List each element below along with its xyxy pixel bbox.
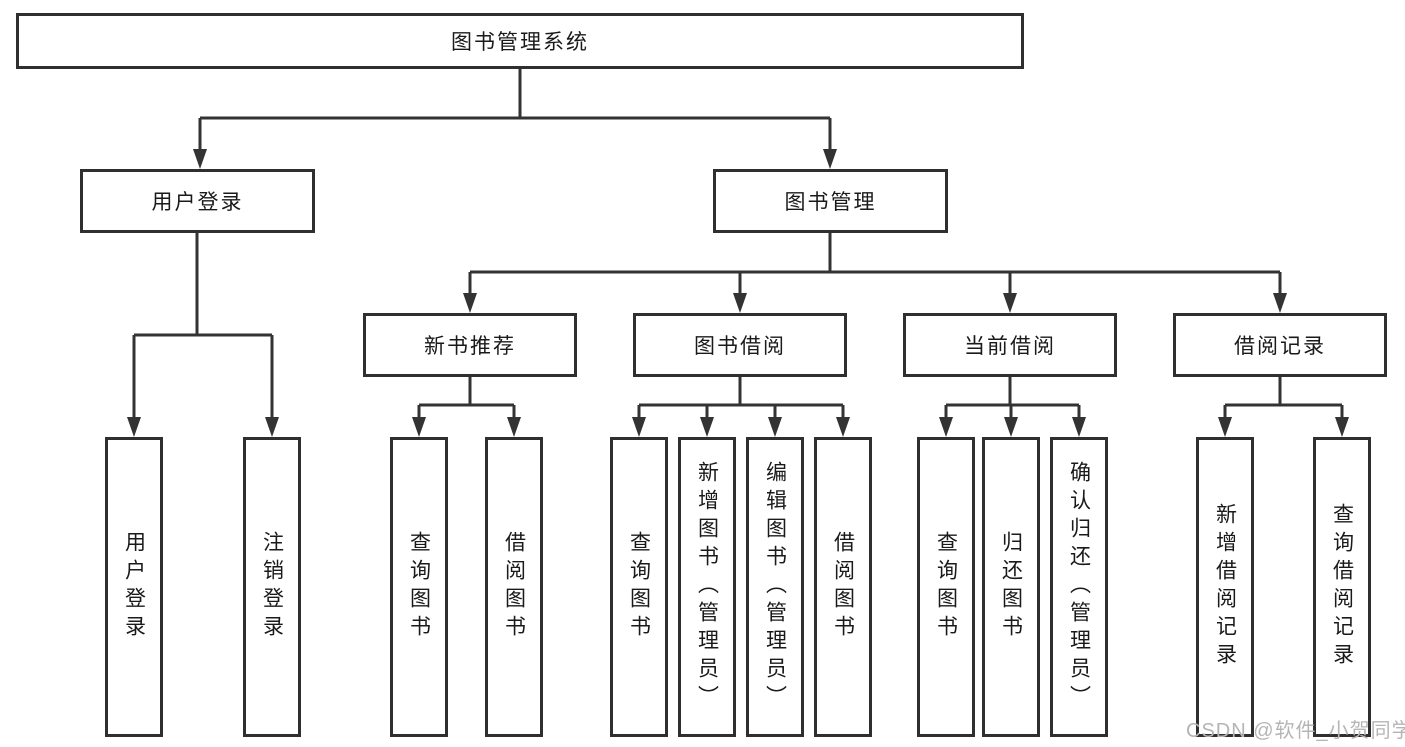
leaf-label: 查询图书 (934, 531, 958, 643)
leaf-label: 查询图书 (407, 531, 431, 643)
leaf-label: 借阅图书 (502, 531, 526, 643)
arrowhead-icon (193, 149, 207, 169)
arrowhead-icon (632, 417, 646, 437)
arrowhead-icon (507, 417, 521, 437)
leaf-label: 查询借阅记录 (1330, 503, 1354, 671)
arrowhead-icon (127, 417, 141, 437)
leaf-label: 查询图书 (627, 531, 651, 643)
node-current-borrow: 当前借阅 (903, 313, 1117, 377)
node-borrow-records: 借阅记录 (1173, 313, 1387, 377)
arrowhead-icon (265, 417, 279, 437)
leaf-label: 借阅图书 (831, 531, 855, 643)
arrowhead-icon (836, 417, 850, 437)
arrowhead-icon (1003, 293, 1017, 313)
leaf-label: 用户登录 (122, 531, 146, 643)
leaf-records-query-record: 查询借阅记录 (1313, 437, 1371, 737)
leaf-borrow-edit-book-admin: 编辑图书（管理员） (746, 437, 804, 737)
leaf-borrow-query-book: 查询图书 (610, 437, 668, 737)
leaf-label: 编辑图书（管理员） (763, 461, 787, 713)
arrowhead-icon (700, 417, 714, 437)
node-user-login: 用户登录 (80, 169, 315, 233)
arrowhead-icon (1072, 417, 1086, 437)
leaf-borrow-borrow-book: 借阅图书 (814, 437, 872, 737)
node-book-management: 图书管理 (713, 169, 948, 233)
leaf-current-return-book: 归还图书 (982, 437, 1040, 737)
watermark: CSDN @软件_小贺同学 (1186, 720, 1405, 742)
leaf-label: 归还图书 (999, 531, 1023, 643)
arrowhead-icon (1335, 417, 1349, 437)
leaf-user-login: 用户登录 (105, 437, 163, 737)
leaf-borrow-add-book-admin: 新增图书（管理员） (678, 437, 736, 737)
arrowhead-icon (733, 293, 747, 313)
leaf-current-query-book: 查询图书 (917, 437, 975, 737)
arrowhead-icon (939, 417, 953, 437)
leaf-records-add-record: 新增借阅记录 (1196, 437, 1254, 737)
leaf-label: 确认归还（管理员） (1067, 461, 1091, 713)
node-book-borrow: 图书借阅 (633, 313, 847, 377)
leaf-newrec-borrow-book: 借阅图书 (485, 437, 543, 737)
node-new-book-recommend: 新书推荐 (363, 313, 577, 377)
arrowhead-icon (1273, 293, 1287, 313)
leaf-label: 注销登录 (260, 531, 284, 643)
arrowhead-icon (1218, 417, 1232, 437)
leaf-logout: 注销登录 (243, 437, 301, 737)
leaf-current-confirm-return-admin: 确认归还（管理员） (1050, 437, 1108, 737)
arrowhead-icon (412, 417, 426, 437)
arrowhead-icon (1004, 417, 1018, 437)
leaf-newrec-query-book: 查询图书 (390, 437, 448, 737)
leaf-label: 新增借阅记录 (1213, 503, 1237, 671)
arrowhead-icon (463, 293, 477, 313)
leaf-label: 新增图书（管理员） (695, 461, 719, 713)
arrowhead-icon (823, 149, 837, 169)
arrowhead-icon (768, 417, 782, 437)
node-library-system: 图书管理系统 (16, 13, 1024, 69)
